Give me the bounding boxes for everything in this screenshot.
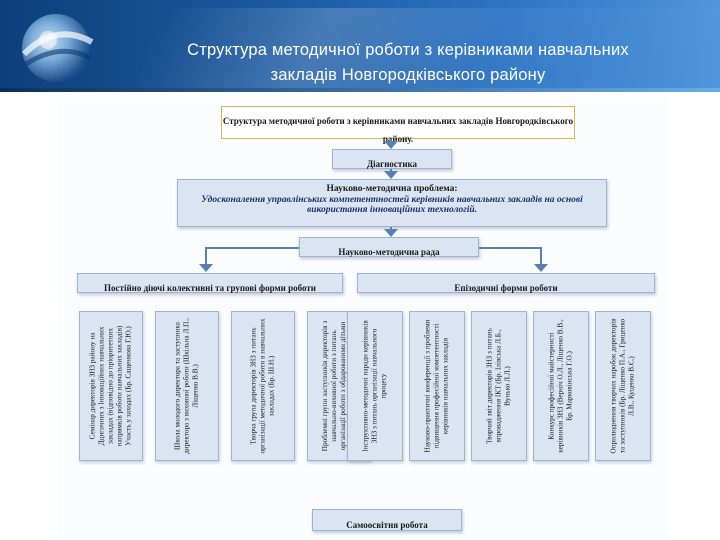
right-form-column-4: Конкурс професійної майстерності керівни… [533, 311, 589, 461]
left-form-column-3: Творча група директорів ЗНЗ з питань орг… [231, 311, 295, 461]
slide-header: Структура методичної роботи з керівникам… [0, 0, 720, 92]
left-form-text-3: Творча група директорів ЗНЗ з питань орг… [249, 318, 276, 454]
diagram-title-box: Структура методичної роботи з керівникам… [221, 106, 575, 144]
permanent-forms-box: Постійно діючі колективні та групові фор… [77, 273, 343, 293]
council-label: Науково-методична рада [338, 247, 440, 257]
connector-line [540, 247, 542, 267]
connector-line [479, 247, 542, 249]
right-form-text-4: Конкурс професійної майстерності керівни… [547, 319, 574, 453]
right-form-column-2: Науково-практичні конференції з проблеми… [409, 311, 465, 461]
right-form-text-2: Науково-практичні конференції з проблеми… [423, 319, 450, 453]
connector-line [205, 247, 299, 249]
diagnostics-box: Діагностика [332, 149, 452, 169]
episodic-forms-box: Епізодичні форми роботи [357, 273, 655, 293]
diagram-title-text: Структура методичної роботи з керівникам… [222, 116, 574, 144]
right-form-text-3: Творчий звіт директорів ЗНЗ з питань впр… [485, 328, 512, 444]
problem-heading: Науково-методична проблема: [326, 184, 458, 194]
right-form-column-1: Інструктивно-методичні наради керівників… [347, 311, 403, 461]
globe-logo-icon [21, 14, 94, 82]
problem-text: Удосконалення управлінських компетентнос… [201, 195, 583, 215]
diagnostics-label: Діагностика [366, 159, 418, 169]
self-education-label: Самоосвітня робота [346, 520, 428, 530]
structure-diagram: Структура методичної роботи з керівникам… [57, 97, 668, 540]
self-education-box: Самоосвітня робота [312, 509, 462, 531]
permanent-forms-label: Постійно діючі колективні та групові фор… [104, 283, 316, 293]
methodical-council-box: Науково-методична рада [299, 237, 479, 257]
slide-title: Структура методичної роботи з керівникам… [98, 38, 718, 88]
left-form-column-1: Семінар директорів ЗНЗ району на Дцигичн… [79, 311, 143, 461]
right-form-column-3: Творчий звіт директорів ЗНЗ з питань впр… [471, 311, 527, 461]
arrow-down-icon [384, 141, 398, 149]
arrow-down-icon [534, 264, 548, 272]
right-form-text-5: Оприлюднення творчих наробок директорів … [609, 318, 636, 454]
scientific-problem-box: Науково-методична проблема: Удосконаленн… [177, 179, 607, 227]
left-form-column-2: Школа молодого директора та заступника д… [155, 311, 219, 461]
arrow-down-icon [199, 264, 213, 272]
slide-title-line-1: Структура методичної роботи з керівникам… [187, 41, 629, 59]
left-form-text-2: Школа молодого директора та заступника д… [173, 318, 200, 454]
left-form-text-1: Семінар директорів ЗНЗ району на Дцигичн… [88, 325, 133, 447]
arrow-down-icon [384, 171, 398, 179]
right-form-column-5: Оприлюднення творчих наробок директорів … [595, 311, 651, 461]
right-form-text-1: Інструктивно-методичні наради керівників… [361, 320, 388, 452]
slide-title-line-2: закладів Новгородківського району [270, 66, 546, 84]
episodic-forms-label: Епізодичні форми роботи [454, 283, 558, 293]
arrow-down-icon [384, 229, 398, 237]
connector-line [205, 247, 207, 267]
